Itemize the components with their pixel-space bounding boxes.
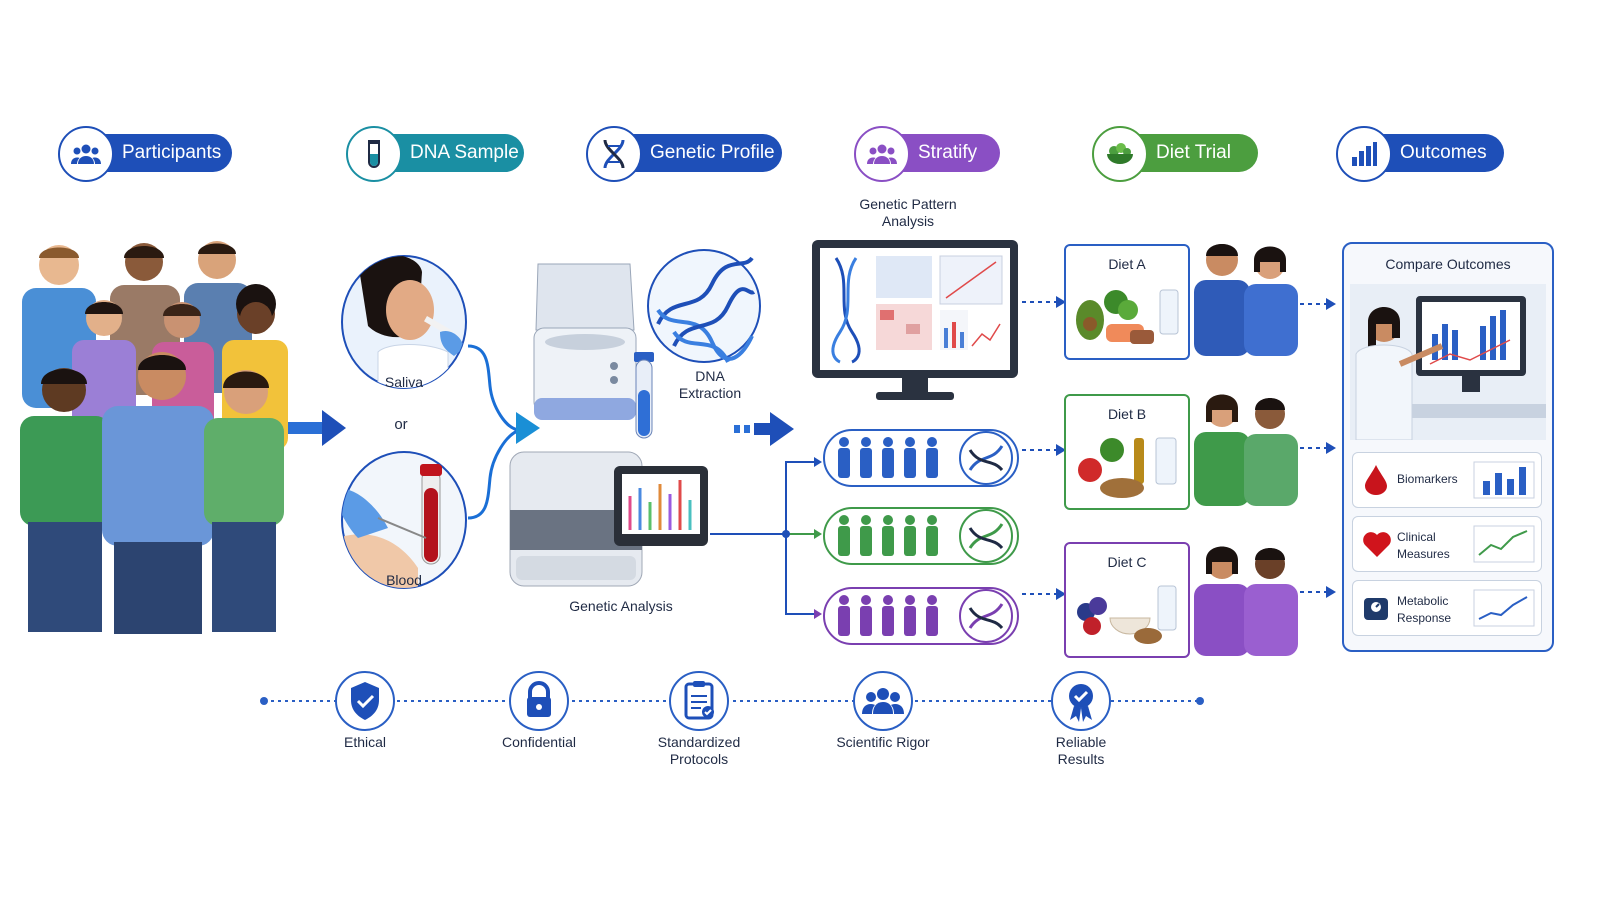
metric-label: Clinical Measures <box>1397 530 1450 561</box>
group-purple <box>823 587 1019 645</box>
genetic-pattern-title: Genetic Pattern Analysis <box>859 196 957 229</box>
outcomes-panel: Compare Outcomes Biomarkers Clinical Mea… <box>1342 242 1554 652</box>
or-label: or <box>394 416 408 433</box>
heart-icon <box>1363 532 1391 557</box>
analysis-monitor <box>812 240 1018 400</box>
step-dna-sample: DNA Sample <box>346 126 524 182</box>
team-icon <box>853 671 913 731</box>
step-label: Stratify <box>918 142 978 163</box>
dna-zoom-bubble <box>647 249 761 363</box>
diet-label: Diet B <box>1107 406 1147 422</box>
participants-illustration <box>20 241 288 634</box>
line-chart-icon <box>1473 589 1535 627</box>
diet-c-participants <box>1194 546 1298 656</box>
award-badge-icon <box>1051 671 1111 731</box>
metric-clinical: Clinical Measures <box>1352 516 1542 572</box>
principle-label: Standardized Protocols <box>657 734 741 767</box>
diet-b-participants <box>1194 394 1298 506</box>
line-chart-icon <box>1473 525 1535 563</box>
metric-label: Metabolic Response <box>1397 594 1452 625</box>
dashed-arrows-to-diets <box>1022 296 1066 600</box>
food-icon <box>1077 585 1177 644</box>
person-figure <box>102 352 214 634</box>
branch-lines <box>710 457 822 619</box>
step-participants: Participants <box>58 126 232 182</box>
bar-chart-icon <box>1336 126 1392 182</box>
step-diet-trial: Diet Trial <box>1092 126 1258 182</box>
step-label: Participants <box>122 142 222 163</box>
bar-chart-icon <box>1473 461 1535 499</box>
test-tube-icon <box>346 126 402 182</box>
food-icon <box>1078 437 1177 498</box>
principle-label: Reliable Results <box>1055 734 1107 767</box>
arrow-right-icon <box>288 410 346 446</box>
compare-outcomes-title: Compare Outcomes <box>1385 256 1511 272</box>
principle-label: Ethical <box>343 734 387 750</box>
clipboard-icon <box>669 671 729 731</box>
shield-icon <box>335 671 395 731</box>
centrifuge-illustration <box>533 263 637 420</box>
lock-icon <box>509 671 569 731</box>
merge-arrow <box>467 344 540 520</box>
group-blue <box>823 429 1019 487</box>
person-figure <box>204 370 284 632</box>
diet-card-c: Diet C <box>1064 542 1190 658</box>
metric-metabolic: Metabolic Response <box>1352 580 1542 636</box>
blood-drop-icon <box>1365 465 1387 495</box>
step-label: Diet Trial <box>1156 142 1231 163</box>
diet-card-b: Diet B <box>1064 394 1190 510</box>
test-tube-illustration <box>634 352 654 439</box>
step-outcomes: Outcomes <box>1336 126 1504 182</box>
saliva-label: Saliva <box>384 374 424 390</box>
metric-label: Biomarkers <box>1397 472 1458 486</box>
diet-label: Diet C <box>1107 554 1147 570</box>
blood-label: Blood <box>386 572 422 588</box>
step-label: Genetic Profile <box>650 142 775 163</box>
sequencer-illustration <box>509 451 708 587</box>
principle-label: Confidential <box>502 734 576 750</box>
diet-label: Diet A <box>1108 256 1146 272</box>
saliva-sample-illustration <box>341 255 467 389</box>
dashed-arrows-to-outcomes <box>1300 298 1336 598</box>
principle-label: Scientific Rigor <box>836 734 930 750</box>
people-icon <box>58 126 114 182</box>
dna-extraction-label: DNA Extraction <box>678 368 742 401</box>
diet-a-participants <box>1194 244 1298 356</box>
group-icon <box>854 126 910 182</box>
step-label: Outcomes <box>1400 142 1487 163</box>
arrow-right-icon <box>734 412 794 446</box>
genetic-analysis-label: Genetic Analysis <box>569 598 673 614</box>
blood-sample-illustration <box>341 451 467 589</box>
dna-icon <box>586 126 642 182</box>
salad-bowl-icon <box>1092 126 1148 182</box>
step-stratify: Stratify <box>854 126 1000 182</box>
metric-biomarkers: Biomarkers <box>1352 452 1542 508</box>
group-green <box>823 507 1019 565</box>
diet-card-a: Diet A <box>1064 244 1190 360</box>
principles-line <box>260 697 1204 705</box>
researcher-illustration <box>1350 284 1546 440</box>
food-icon <box>1076 289 1179 344</box>
person-figure <box>20 368 110 632</box>
step-genetic-profile: Genetic Profile <box>586 126 782 182</box>
scale-icon <box>1364 598 1388 620</box>
step-label: DNA Sample <box>410 142 519 163</box>
